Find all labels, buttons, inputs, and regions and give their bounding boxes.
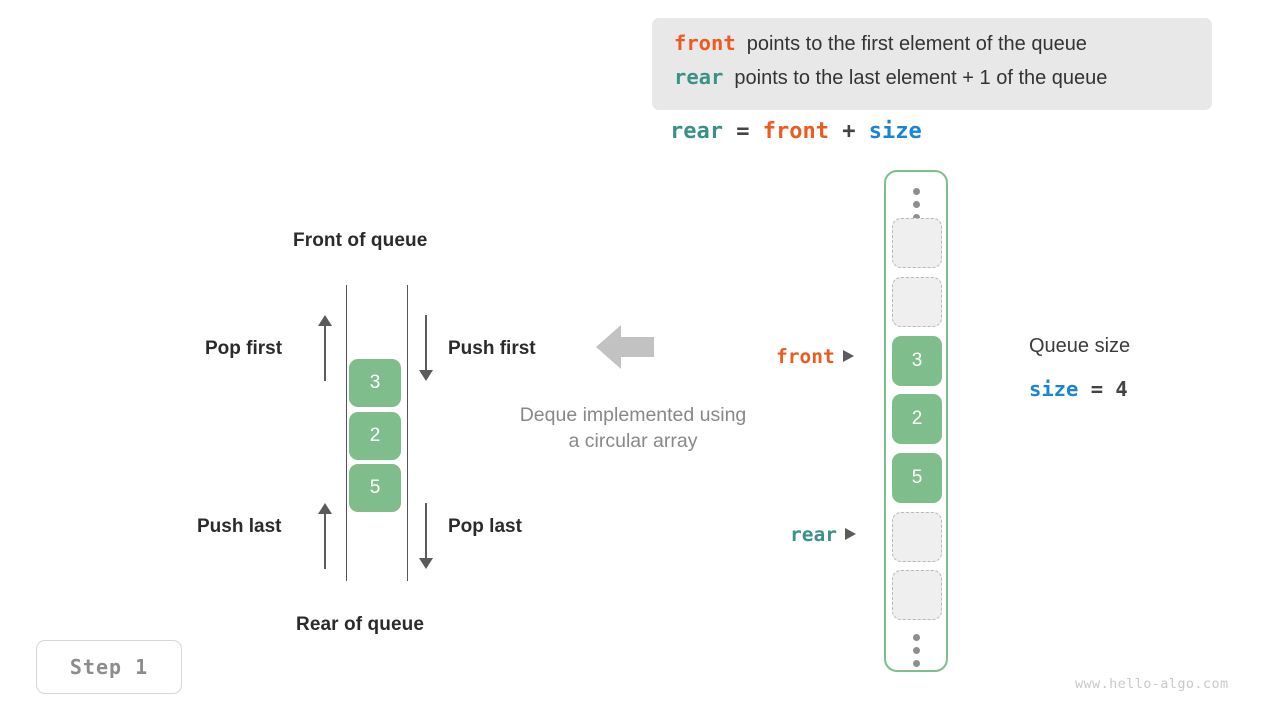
legend-description-front: points to the first element of the queue — [746, 33, 1087, 55]
formula-operand-front: front — [762, 119, 829, 144]
formula-equals: = — [722, 119, 763, 144]
array-slot — [892, 512, 942, 562]
formula-rear-equals-front-plus-size: rear = front + size — [670, 119, 922, 144]
array-slot — [892, 570, 942, 620]
array-slot — [892, 218, 942, 268]
deque-cell: 3 — [349, 359, 401, 407]
array-slot: 3 — [892, 336, 942, 386]
rear-pointer-label: rear — [790, 523, 837, 546]
push-first-arrow-icon — [419, 315, 433, 381]
array-slot — [892, 277, 942, 327]
array-slot: 2 — [892, 394, 942, 444]
rear-of-queue-label: Rear of queue — [296, 614, 424, 635]
left-arrow-icon — [596, 325, 654, 369]
pop-first-label: Pop first — [205, 338, 283, 359]
deque-caption-line2: a circular array — [568, 430, 698, 452]
deque-caption: Deque implemented using a circular array — [493, 402, 773, 454]
legend-row-front: front points to the first element of the… — [674, 31, 1190, 65]
formula-operand-size: size — [868, 119, 922, 144]
front-of-queue-label: Front of queue — [293, 230, 428, 251]
deque-cell: 5 — [349, 464, 401, 512]
pop-last-label: Pop last — [448, 516, 522, 537]
deque-tube-line-right — [407, 285, 408, 581]
step-badge: Step 1 — [36, 640, 182, 694]
rear-pointer: rear — [790, 523, 856, 546]
array-ellipsis-bottom-icon — [913, 634, 920, 667]
circular-array-container: 3 2 5 — [884, 170, 948, 672]
legend-keyword-front: front — [674, 31, 736, 55]
rear-pointer-arrowhead-icon — [844, 528, 856, 540]
front-pointer-label: front — [776, 345, 835, 368]
array-slot: 5 — [892, 453, 942, 503]
legend-description-rear: points to the last element + 1 of the qu… — [734, 67, 1108, 89]
push-first-label: Push first — [448, 338, 536, 359]
queue-size-title: Queue size — [1029, 335, 1131, 357]
push-last-label: Push last — [197, 516, 282, 537]
deque-cell: 2 — [349, 412, 401, 460]
formula-lhs-rear: rear — [670, 119, 723, 144]
deque-caption-line1: Deque implemented using — [519, 404, 747, 426]
queue-size-expression: = 4 — [1078, 377, 1128, 401]
legend-keyword-rear: rear — [674, 65, 724, 89]
queue-size-value: size = 4 — [1029, 377, 1128, 401]
legend-row-rear: rear points to the last element + 1 of t… — [674, 65, 1190, 99]
watermark: www.hello-algo.com — [1075, 676, 1229, 692]
array-ellipsis-top-icon — [913, 188, 920, 221]
formula-plus: + — [828, 119, 869, 144]
front-pointer: front — [776, 345, 854, 368]
front-pointer-arrowhead-icon — [842, 350, 854, 362]
legend-box: front points to the first element of the… — [652, 18, 1212, 110]
push-last-arrow-icon — [318, 503, 332, 569]
pop-first-arrow-icon — [318, 315, 332, 381]
deque-tube-line-left — [346, 285, 347, 581]
pop-last-arrow-icon — [419, 503, 433, 569]
queue-size-variable: size — [1029, 377, 1079, 401]
